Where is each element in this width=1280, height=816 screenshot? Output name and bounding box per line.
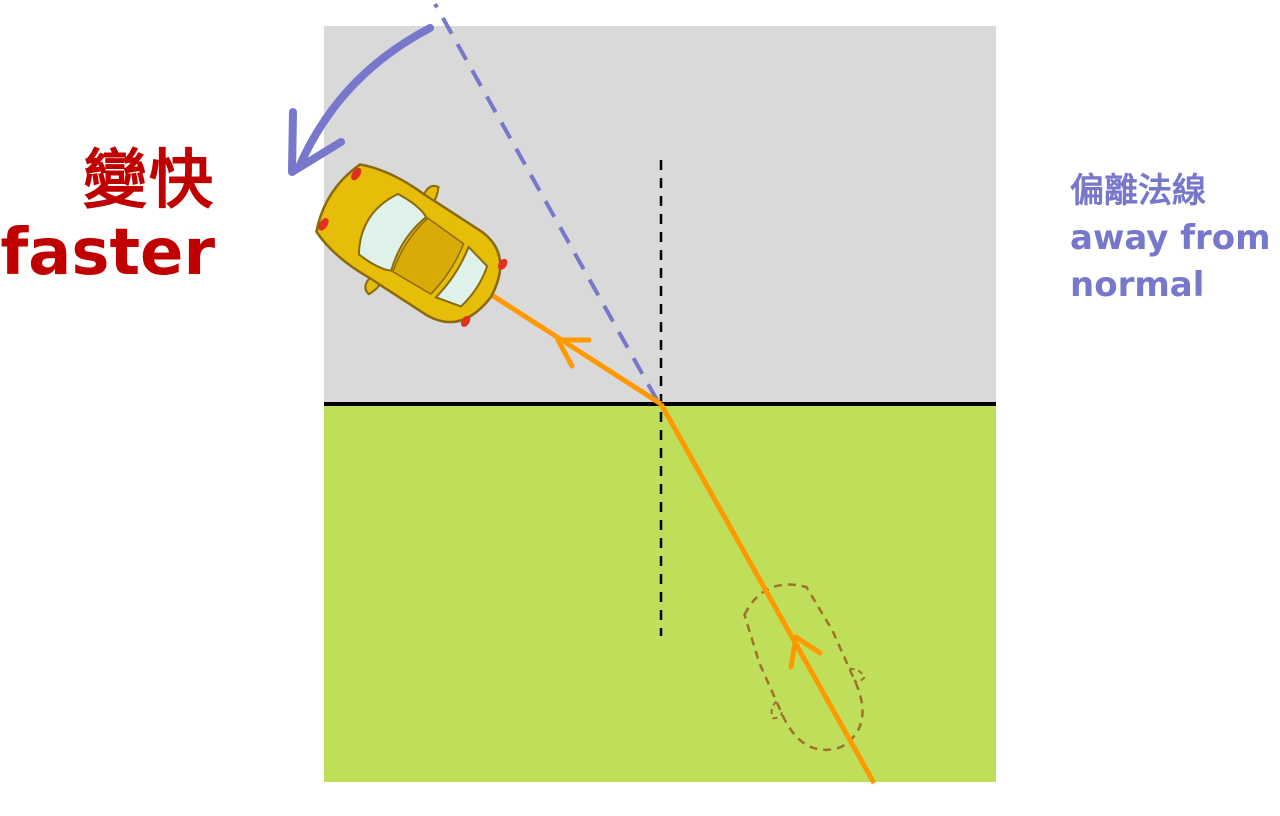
faster-label-en: faster (0, 215, 215, 290)
away-from-normal-label-en-1: away from (1070, 217, 1271, 258)
refracted-ray-arrow (555, 337, 592, 369)
away-from-normal-label-zh: 偏離法線 (1070, 171, 1206, 211)
curved-arrow (296, 24, 434, 169)
curved-arrow-head (288, 108, 345, 176)
incident-extension-line (433, 3, 659, 401)
car-icon (315, 163, 508, 327)
faster-label: 變快 faster (0, 144, 215, 290)
refracted-ray (482, 287, 663, 407)
away-from-normal-label-en-2: normal (1070, 264, 1205, 305)
incident-ray-arrow (788, 634, 823, 670)
faster-label-zh: 變快 (83, 144, 215, 218)
ghost-car-outline (743, 583, 866, 752)
incident-ray (658, 402, 877, 785)
away-from-normal-label: 偏離法線 away from normal (1070, 168, 1275, 309)
